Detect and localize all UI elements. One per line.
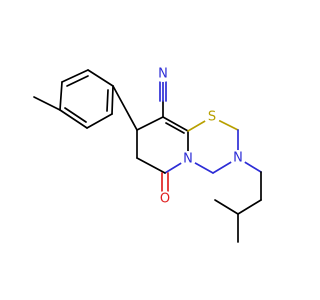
bond-aryl-c8 [112,85,138,131]
ring-bond [136,157,166,174]
atom-nitrile-n: N [155,66,171,82]
chain-bond [214,199,239,215]
atom-amine-n: N [230,150,246,166]
pyridinone-ring [136,116,189,174]
thiadiazine-ring [187,116,239,174]
ring-double-bond [165,122,185,134]
aryl-double-bond [66,75,89,87]
isopentyl-chain [214,157,262,243]
aryl-double-bond [64,107,87,123]
bond-methyl-aryl [33,96,61,111]
atom-label-o: O [160,192,170,207]
aryl-double-bond [106,89,109,112]
aryl-bond [59,81,63,111]
ring-bond [136,116,164,131]
aryl-bond [59,109,88,129]
structure-canvas: N S N N O [33,66,262,243]
atom-bridge-n: N [180,151,196,167]
chain-bond [237,199,262,215]
aryl-bond [61,69,89,83]
aryl-bond [86,113,113,129]
aryl-bond [111,85,114,115]
molecule-drawing: N S N N O [33,66,262,243]
atom-label-n: N [183,152,193,167]
atom-label-s: S [208,110,216,125]
ring-bond [162,116,189,132]
atom-label-n: N [233,151,243,166]
atom-sulfur: S [204,109,220,125]
aryl-bond [87,69,114,87]
nitrile-group [159,81,167,118]
aryl-ring [59,69,114,129]
atom-carbonyl-o: O [157,191,173,207]
atom-label-n: N [158,67,168,82]
